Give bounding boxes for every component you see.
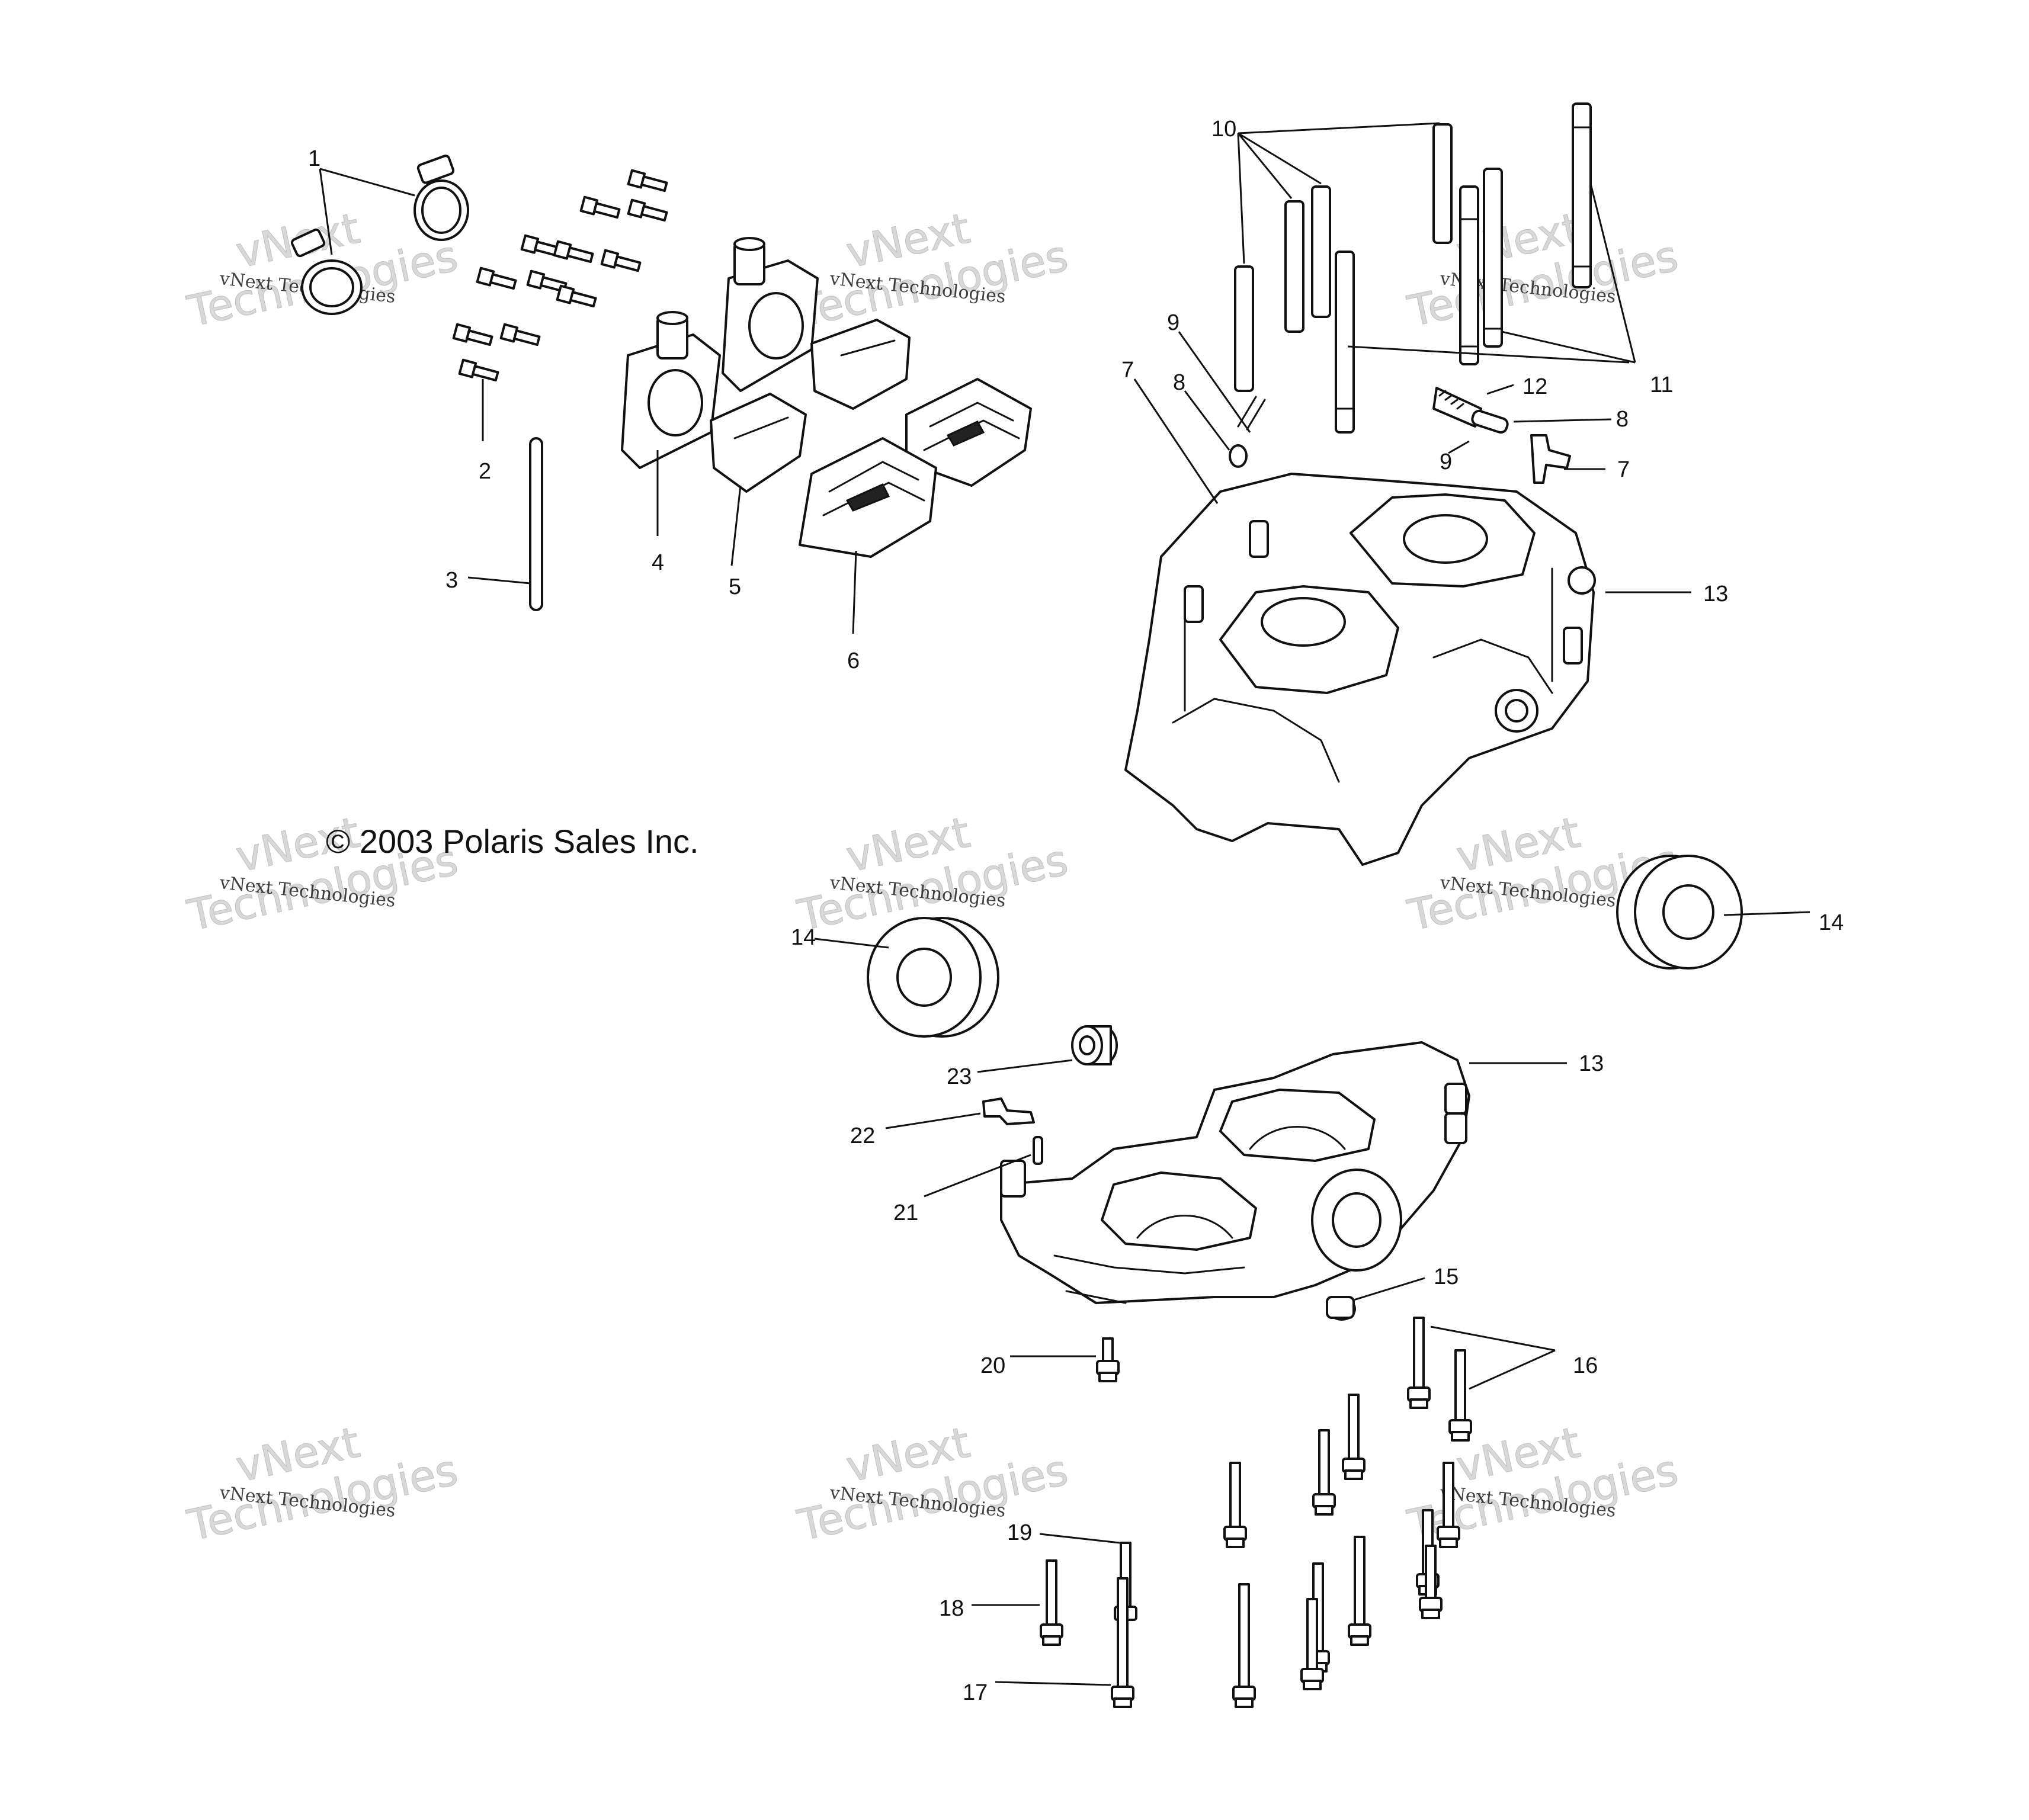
callout-18: 18 xyxy=(939,1596,964,1621)
callout-7-upper: 7 xyxy=(1121,358,1134,383)
leader-line xyxy=(1133,378,1219,504)
copyright-text: © 2003 Polaris Sales Inc. xyxy=(326,823,699,860)
leader-line xyxy=(1501,330,1636,364)
hose-clamp-upper xyxy=(414,155,469,241)
callout-17: 17 xyxy=(963,1680,988,1705)
leader-line xyxy=(1178,331,1251,433)
callout-20: 20 xyxy=(980,1353,1005,1378)
leader-line xyxy=(885,1112,981,1129)
cylinder-studs xyxy=(1234,102,1592,434)
elbow-fitting xyxy=(982,1097,1035,1125)
leader-line xyxy=(319,168,415,197)
crankcase-bolts xyxy=(1040,1317,1472,1708)
callout-7-lower: 7 xyxy=(1617,457,1630,482)
callout-9-lower: 9 xyxy=(1440,450,1452,474)
watermark: Technologies vNext vNext Technologies xyxy=(793,203,1072,336)
callout-22: 22 xyxy=(850,1124,875,1148)
drain-plug xyxy=(1326,1296,1356,1321)
leader-line xyxy=(730,485,742,566)
leader-line xyxy=(1513,418,1612,423)
callout-11: 11 xyxy=(1650,373,1673,397)
intake-boot-rear xyxy=(810,319,911,410)
leader-line xyxy=(319,168,333,255)
callout-10: 10 xyxy=(1211,117,1236,142)
leader-line xyxy=(1448,440,1470,454)
callout-1: 1 xyxy=(308,146,320,171)
crankcase-upper xyxy=(1124,473,1596,866)
leader-line xyxy=(1184,390,1230,451)
o-ring-strip xyxy=(529,437,543,611)
callout-6: 6 xyxy=(847,649,860,673)
leader-line xyxy=(1353,1277,1425,1301)
callout-2: 2 xyxy=(479,459,491,484)
reed-valve-front xyxy=(799,437,937,558)
leader-line xyxy=(467,576,531,585)
callout-3: 3 xyxy=(445,568,458,593)
crank-seal-left xyxy=(867,917,999,1038)
crank-seal-right xyxy=(1616,855,1743,970)
hose-clamp-lower xyxy=(290,228,363,315)
intake-adaptor-rear xyxy=(722,237,819,392)
callout-13-lower: 13 xyxy=(1579,1051,1604,1076)
intake-adaptor-front xyxy=(621,311,721,469)
leader-line xyxy=(995,1681,1111,1686)
leader-line xyxy=(1347,345,1630,364)
leader-line xyxy=(1469,1349,1556,1390)
callout-19: 19 xyxy=(1007,1520,1032,1545)
watermark: Technologies vNext vNext Technologies xyxy=(182,1417,462,1551)
leader-line xyxy=(814,938,889,949)
watermark-large-text: vNext xyxy=(842,1417,974,1492)
intake-boot-front xyxy=(710,393,807,493)
leader-line xyxy=(1723,911,1810,916)
callout-14-right: 14 xyxy=(1819,910,1844,935)
callout-14-left: 14 xyxy=(791,925,816,950)
leader-line xyxy=(1430,1325,1556,1352)
callout-9-upper: 9 xyxy=(1167,310,1179,335)
leader-line xyxy=(852,550,857,634)
callout-5: 5 xyxy=(729,574,741,599)
leader-line xyxy=(924,1154,1031,1198)
callout-13-upper: 13 xyxy=(1703,582,1728,606)
leader-line xyxy=(1238,132,1322,185)
callout-group-upper-left: 1 2 3 4 5 6 xyxy=(308,146,860,673)
bushing xyxy=(1071,1025,1118,1065)
callout-15: 15 xyxy=(1434,1264,1459,1289)
leader-line xyxy=(1589,183,1636,363)
leader-line xyxy=(1237,133,1293,199)
crankcase-lower xyxy=(1000,1041,1470,1304)
callout-16: 16 xyxy=(1573,1353,1598,1378)
callout-group-upper-right: 10 11 9 8 7 12 8 9 7 13 xyxy=(1121,117,1728,606)
leader-line xyxy=(1238,122,1440,134)
callout-23: 23 xyxy=(947,1064,972,1089)
callout-4: 4 xyxy=(652,550,664,575)
callout-group-lower: 14 14 23 22 21 13 15 20 16 19 18 17 xyxy=(791,910,1844,1705)
leader-line xyxy=(1237,133,1245,264)
leader-line xyxy=(977,1059,1073,1073)
leader-line xyxy=(1039,1533,1120,1544)
bolt-cluster xyxy=(452,169,668,382)
callout-21: 21 xyxy=(893,1201,918,1225)
callout-12: 12 xyxy=(1522,374,1547,399)
dowel-pin xyxy=(1033,1136,1043,1165)
callout-8-lower: 8 xyxy=(1616,407,1629,432)
callout-8-upper: 8 xyxy=(1173,370,1185,395)
leader-line xyxy=(1486,384,1514,395)
